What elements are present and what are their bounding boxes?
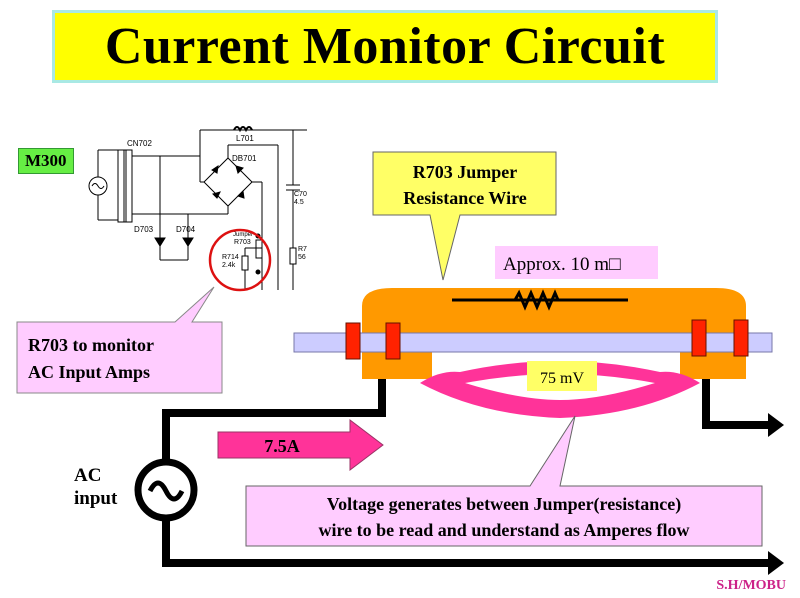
arrow-right-bottom (768, 551, 784, 575)
terminal-right-inner (691, 319, 707, 357)
highlight-circle (208, 228, 272, 292)
wire-bottom (162, 517, 772, 567)
callout-jumper-line2: Resistance Wire (403, 188, 527, 208)
label-r7: R7 (298, 246, 307, 253)
voltage-label: 75 mV (540, 370, 584, 387)
label-r7-value: 56 (298, 254, 306, 261)
label-r714: R714 (222, 254, 239, 261)
callout-explanation-line2: wire to be read and understand as Ampere… (318, 520, 689, 540)
callout-r703-monitor-line2: AC Input Amps (28, 362, 150, 382)
current-label: 7.5A (264, 436, 300, 456)
pcb-bar (293, 332, 773, 353)
label-l701: L701 (236, 134, 254, 143)
terminal-left-inner (385, 322, 401, 360)
wire-top-right (702, 370, 772, 429)
footer-credit: S.H/MOBU (716, 578, 786, 593)
title-banner: Current Monitor Circuit (52, 10, 718, 83)
ac-input-label-line2: input (74, 488, 118, 509)
terminal-right-outer (733, 319, 749, 357)
callout-jumper (372, 151, 557, 281)
label-d703: D703 (134, 225, 154, 234)
resistance-label: Approx. 10 m□ (503, 254, 621, 275)
label-d704: D704 (176, 225, 196, 234)
callout-r703-monitor-line1: R703 to monitor (28, 335, 154, 355)
page-title: Current Monitor Circuit (104, 18, 666, 75)
arrow-right-top (768, 413, 784, 437)
callout-explanation (245, 415, 763, 547)
wire-top-left (162, 370, 386, 462)
callout-r703-monitor (16, 286, 223, 394)
terminal-left-outer (345, 322, 361, 360)
resistance-label-box (495, 246, 658, 279)
label-r714-value: 2.4k (222, 262, 236, 269)
callout-explanation-line1: Voltage generates between Jumper(resista… (327, 494, 681, 515)
model-tag: M300 (18, 148, 74, 174)
label-db701: DB701 (232, 154, 257, 163)
label-cn702: CN702 (127, 139, 152, 148)
current-arrow (217, 418, 384, 472)
voltage-label-box (527, 361, 597, 391)
schematic: CN702 L701 DB701 D703 D704 Jumper R703 R… (88, 126, 307, 290)
label-c70: C70 (294, 191, 307, 198)
schematic-bridge (203, 157, 253, 207)
resistor-symbol (513, 289, 560, 311)
ac-input-label-line1: AC (74, 465, 101, 486)
label-jumper: Jumper (233, 232, 253, 238)
schematic-connector (117, 149, 127, 223)
label-r703: R703 (234, 239, 251, 246)
label-c70-value: 4.5 (294, 199, 304, 206)
callout-jumper-line1: R703 Jumper (413, 162, 518, 182)
